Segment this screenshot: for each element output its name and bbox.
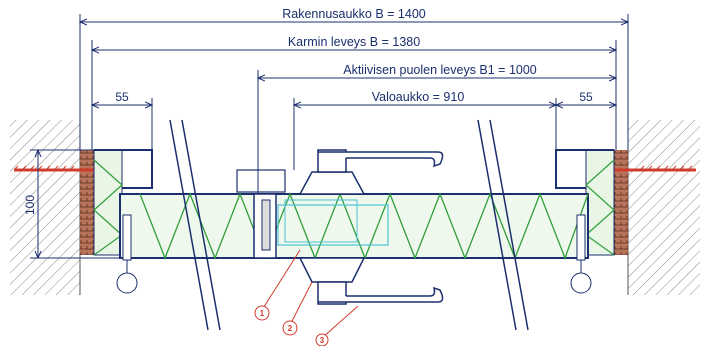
- lower-handle: [298, 257, 444, 305]
- dim-rakennusaukko: Rakennusaukko B = 1400: [282, 7, 426, 21]
- left-wall-seal: [80, 150, 94, 255]
- right-wall-seal: [614, 150, 628, 255]
- left-frame-insulation: [93, 149, 123, 256]
- left-wall: [10, 120, 81, 295]
- left-frame-profile: [94, 149, 153, 189]
- callout-1: 1: [254, 305, 270, 321]
- dim-karmin-leveys: Karmin leveys B = 1380: [288, 35, 420, 49]
- right-hinge: [570, 214, 592, 294]
- callout-3: 3: [315, 333, 329, 346]
- passive-leaf-lines: [169, 119, 529, 331]
- lock-case: [236, 169, 389, 259]
- right-frame-profile: [555, 149, 614, 189]
- svg-text:2: 2: [288, 324, 293, 333]
- right-screw: [610, 165, 696, 172]
- upper-handle: [298, 149, 444, 195]
- svg-text:3: 3: [320, 336, 325, 345]
- dimension-lines: [30, 14, 628, 258]
- right-frame-insulation: [585, 149, 615, 256]
- callout-leaders: [261, 249, 359, 339]
- callout-2: 2: [282, 320, 298, 336]
- dim-depth: 100: [23, 195, 37, 215]
- dim-right-offset: 55: [579, 90, 593, 104]
- svg-text:1: 1: [260, 309, 265, 318]
- left-hinge: [116, 214, 138, 294]
- dim-aktiivisen: Aktiivisen puolen leveys B1 = 1000: [343, 63, 537, 77]
- door-leaf: [119, 192, 589, 260]
- dim-valoaukko: Valoaukko = 910: [372, 90, 465, 104]
- right-wall: [627, 120, 700, 295]
- dim-left-offset: 55: [115, 90, 129, 104]
